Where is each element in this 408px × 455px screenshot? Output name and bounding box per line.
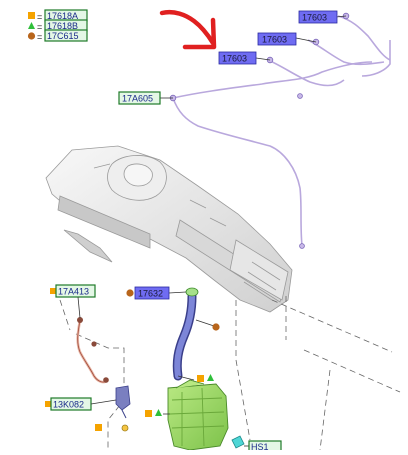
orange-square-icon	[95, 424, 102, 431]
connector-icon	[231, 435, 245, 449]
callout-17603-a[interactable]: 17603	[298, 10, 347, 24]
orange-square-icon	[145, 410, 152, 417]
callout-label: HS1	[251, 442, 269, 450]
brown-circle-icon	[126, 289, 134, 297]
legend-separator: =	[37, 32, 42, 42]
callout-17632[interactable]: 17632	[126, 286, 187, 300]
callout-label: 17A605	[122, 94, 153, 104]
washer-reservoir	[167, 379, 229, 451]
callout-label: 17A413	[58, 287, 89, 297]
callout-label: 17632	[138, 289, 163, 299]
brown-circle-icon	[212, 323, 220, 331]
callout-17a605[interactable]: 17A605	[118, 91, 173, 105]
reservoir-markers	[145, 374, 214, 417]
reservoir-hose	[76, 317, 109, 384]
callout-label: 17603	[222, 54, 247, 64]
vehicle-body-structure	[45, 145, 293, 313]
callout-17603-b[interactable]: 17603	[257, 32, 317, 46]
callout-13k082[interactable]: 13K082	[45, 397, 117, 411]
green-triangle-icon	[28, 22, 35, 29]
dashed-leader-lines	[59, 296, 401, 451]
orange-square-icon	[50, 288, 56, 294]
red-hand-drawn-arrow-icon	[159, 9, 217, 50]
grommet-icon	[121, 424, 129, 432]
callout-label: 13K082	[53, 400, 84, 410]
legend-label-box-3	[44, 29, 88, 42]
legend-separator: =	[37, 22, 42, 32]
washer-pump	[115, 385, 131, 419]
callout-label: 17603	[302, 13, 327, 23]
orange-square-icon	[45, 401, 51, 407]
callout-label: 17603	[262, 35, 287, 45]
rear-washer-tubes	[172, 15, 391, 247]
orange-square-icon	[197, 375, 204, 382]
legend-label-17618a: 17618A	[47, 11, 78, 21]
orange-square-icon	[28, 12, 35, 19]
callout-hs1[interactable]: HS1	[231, 435, 282, 454]
green-triangle-icon	[155, 409, 162, 416]
legend-label-17c615: 17C615	[47, 31, 79, 41]
legend: = 17618A = 17618B = 17C615	[27, 9, 88, 42]
filler-neck	[172, 287, 220, 381]
green-triangle-icon	[207, 374, 214, 381]
legend-separator: =	[37, 12, 42, 22]
brown-circle-icon	[27, 32, 36, 40]
callout-17603-highlighted[interactable]: 17603	[218, 51, 271, 65]
legend-label-17618b: 17618B	[47, 21, 78, 31]
callout-17a413[interactable]: 17A413	[50, 284, 96, 319]
